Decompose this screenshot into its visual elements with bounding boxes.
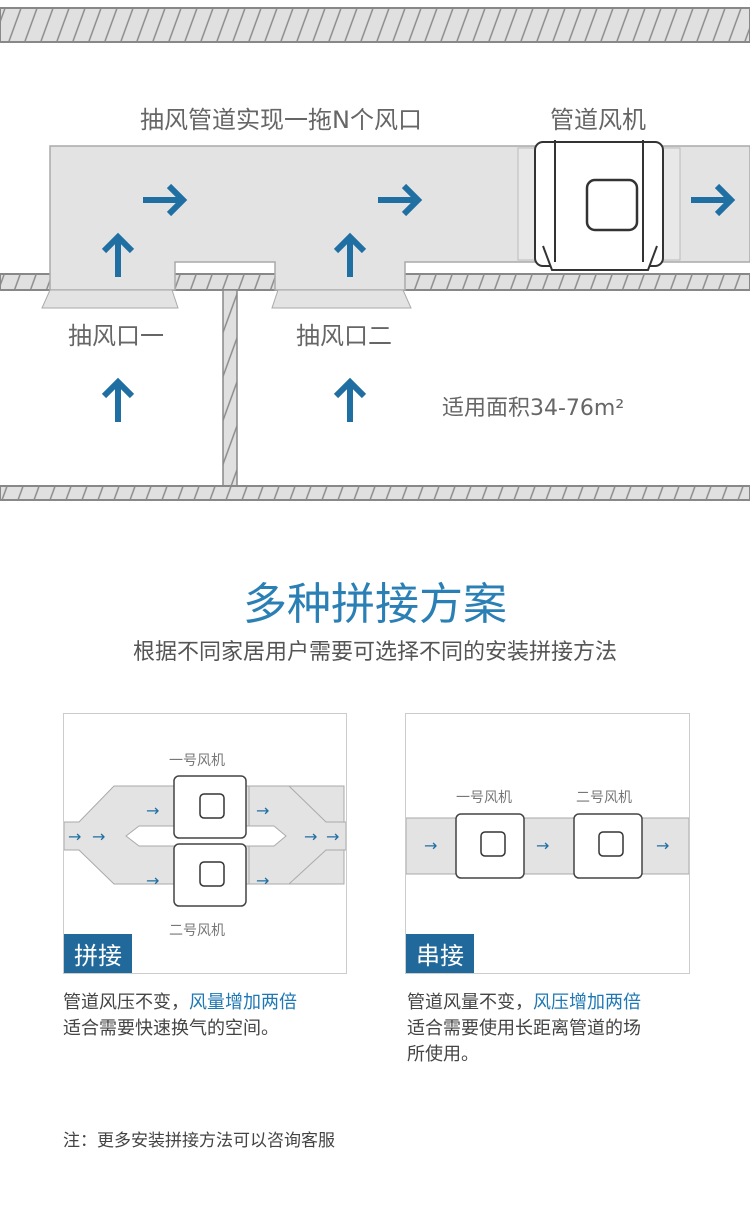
series-badge: 串接 bbox=[406, 934, 474, 973]
fan-label: 管道风机 bbox=[550, 106, 646, 134]
svg-text:→: → bbox=[424, 836, 437, 855]
caption-text: 适合需要快速换气的空间。 bbox=[63, 1018, 279, 1039]
caption-text: 管道风压不变， bbox=[63, 992, 189, 1013]
svg-text:→: → bbox=[326, 827, 339, 846]
flow-arrows: → → → → → → → → bbox=[68, 801, 339, 890]
wall-vertical bbox=[222, 289, 238, 487]
svg-text:→: → bbox=[92, 827, 105, 846]
section-title: 多种拼接方案 bbox=[243, 579, 507, 630]
inlet-1-label: 抽风口一 bbox=[68, 322, 164, 350]
caption-text: 所使用。 bbox=[407, 1044, 479, 1065]
parallel-panel: → → → → → → → → 一号风机 二号风机 拼接 bbox=[63, 713, 347, 974]
caption-highlight: 风量增加两倍 bbox=[189, 992, 297, 1013]
fan-1-label: 一号风机 bbox=[456, 790, 512, 806]
series-diagram: → → → bbox=[406, 813, 689, 879]
top-duct-diagram bbox=[0, 7, 750, 501]
floor-hatch-2 bbox=[0, 485, 750, 501]
caption-text: 适合需要使用长距离管道的场 bbox=[407, 1018, 641, 1039]
arrow-up-icon bbox=[336, 382, 364, 422]
ceiling-hatch bbox=[0, 7, 750, 43]
svg-text:→: → bbox=[68, 827, 81, 846]
fan-2-label: 二号风机 bbox=[169, 923, 225, 939]
area-label: 适用面积34-76m² bbox=[442, 396, 625, 421]
fan-1-label: 一号风机 bbox=[169, 753, 225, 769]
arrow-up-icon bbox=[104, 382, 132, 422]
svg-text:→: → bbox=[256, 871, 269, 890]
duct-label: 抽风管道实现一拖N个风口 bbox=[140, 106, 422, 134]
grille-1 bbox=[41, 289, 179, 309]
svg-text:→: → bbox=[304, 827, 317, 846]
svg-text:→: → bbox=[146, 871, 159, 890]
parallel-diagram: → → → → → → → → bbox=[64, 775, 346, 907]
fan-2-label: 二号风机 bbox=[576, 790, 632, 806]
series-caption: 管道风量不变，风压增加两倍 适合需要使用长距离管道的场 所使用。 bbox=[407, 990, 641, 1068]
parallel-badge: 拼接 bbox=[64, 934, 132, 973]
caption-highlight: 风压增加两倍 bbox=[533, 992, 641, 1013]
section-subtitle: 根据不同家居用户需要可选择不同的安装拼接方法 bbox=[132, 640, 617, 665]
svg-text:→: → bbox=[536, 836, 549, 855]
svg-text:→: → bbox=[256, 801, 269, 820]
duct-fan-icon bbox=[517, 140, 681, 271]
parallel-caption: 管道风压不变，风量增加两倍 适合需要快速换气的空间。 bbox=[63, 990, 297, 1042]
svg-text:→: → bbox=[656, 836, 669, 855]
grille-2 bbox=[271, 289, 412, 309]
series-panel: → → → 一号风机 二号风机 串接 bbox=[405, 713, 690, 974]
caption-text: 管道风量不变， bbox=[407, 992, 533, 1013]
inlet-2-label: 抽风口二 bbox=[296, 322, 392, 350]
svg-text:→: → bbox=[146, 801, 159, 820]
note: 注：更多安装拼接方法可以咨询客服 bbox=[63, 1131, 335, 1151]
